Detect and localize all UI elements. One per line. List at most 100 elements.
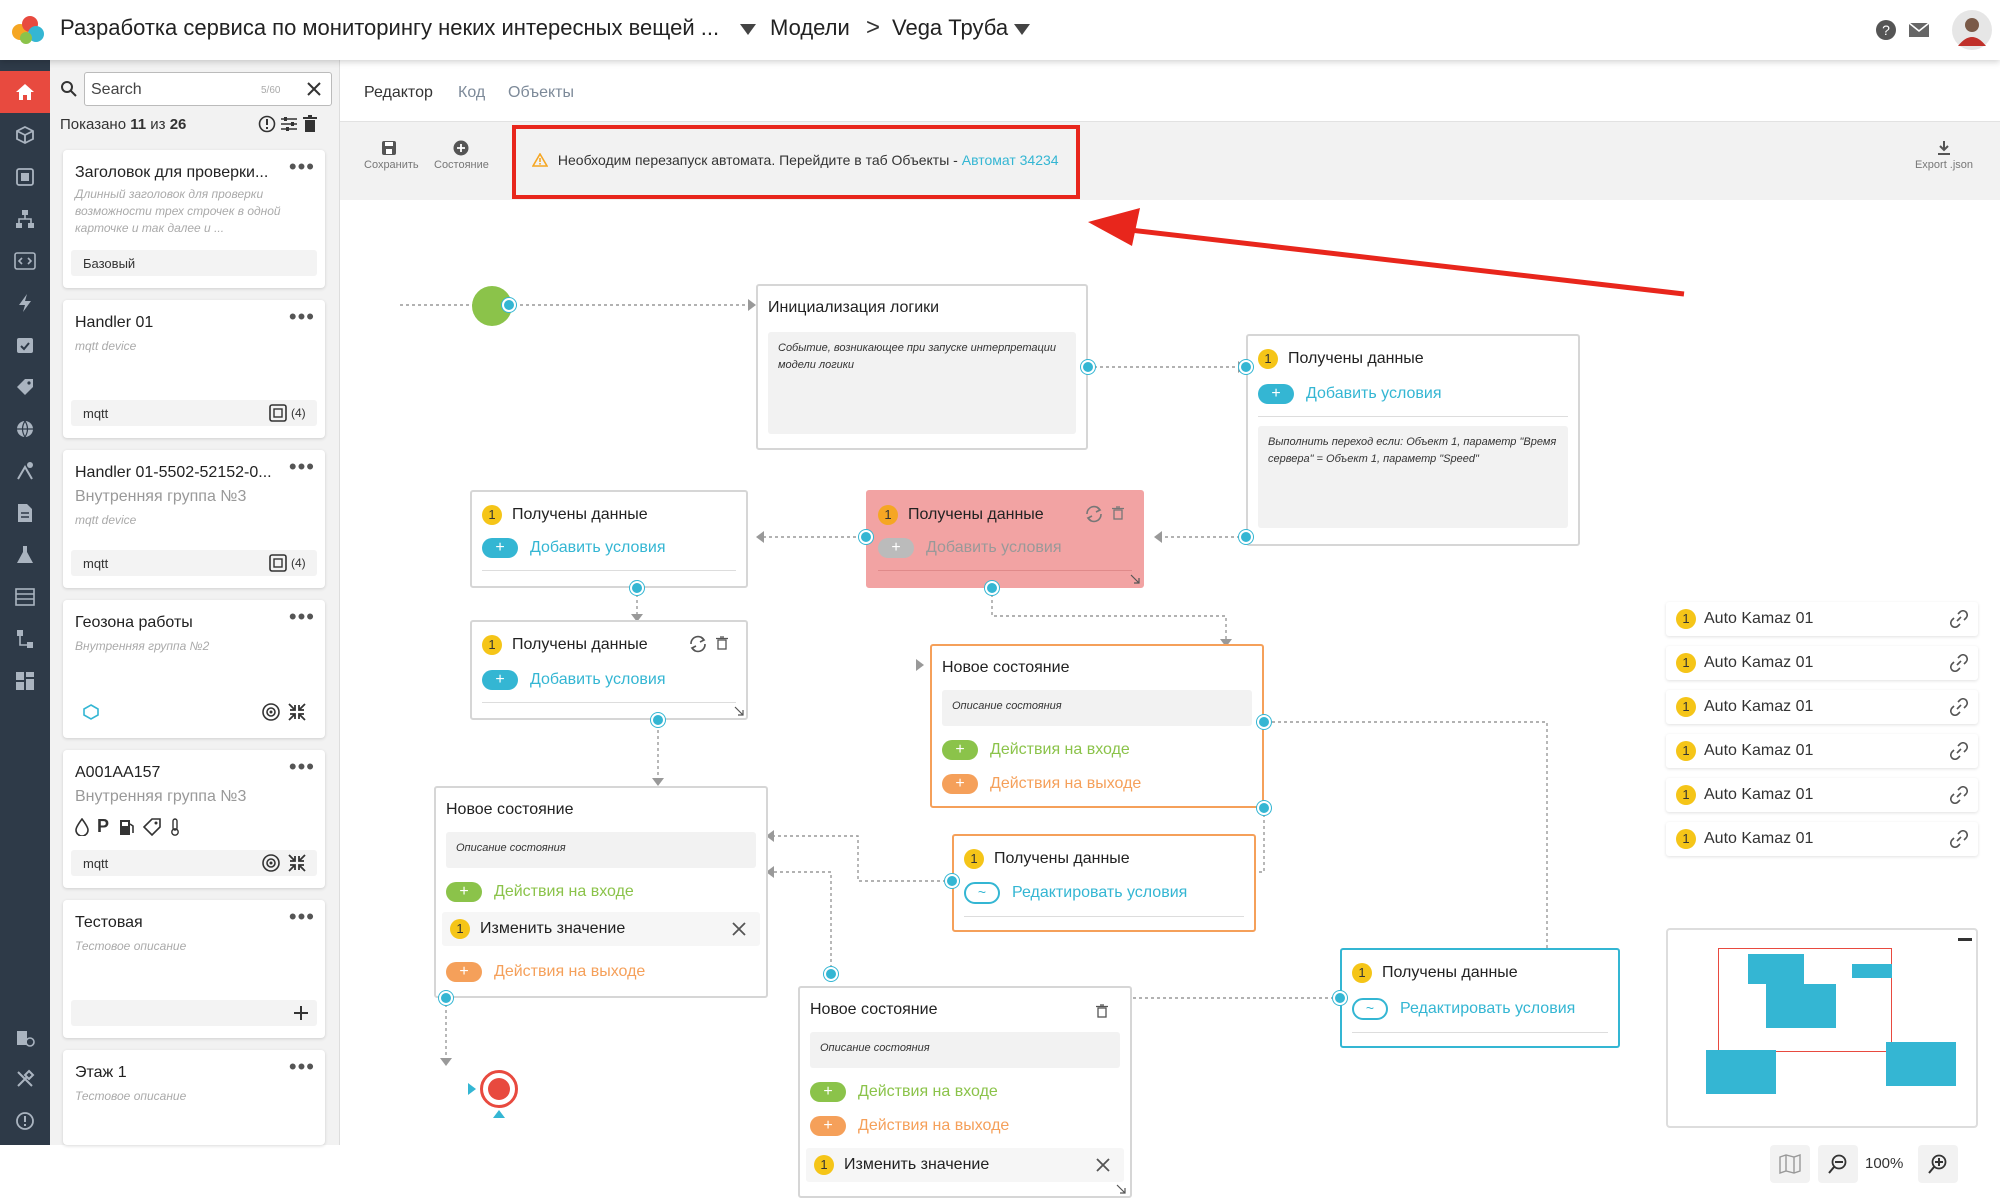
add-conditions-button[interactable]: +Добавить условия xyxy=(1258,384,1442,404)
lightning-icon[interactable] xyxy=(0,282,50,324)
target-icon[interactable] xyxy=(261,853,281,873)
trash-icon[interactable] xyxy=(303,115,317,133)
edit-conditions-button[interactable]: ~Редактировать условия xyxy=(1352,998,1575,1020)
in-port[interactable] xyxy=(945,874,959,888)
in-port[interactable] xyxy=(859,530,873,544)
init-logic-node[interactable]: Инициализация логики Событие, возникающе… xyxy=(756,284,1088,450)
out-port[interactable] xyxy=(439,991,453,1005)
resize-handle-icon[interactable] xyxy=(734,706,744,716)
export-json-button[interactable]: Export .json xyxy=(1906,140,1982,171)
add-conditions-button[interactable]: +Добавить условия xyxy=(482,538,666,558)
link-icon[interactable] xyxy=(1950,654,1968,672)
out-port[interactable] xyxy=(985,581,999,595)
clear-search-icon[interactable] xyxy=(307,82,321,96)
card-menu-icon[interactable]: ••• xyxy=(288,754,315,779)
mail-icon[interactable] xyxy=(1908,22,1930,38)
target-icon[interactable] xyxy=(261,702,281,722)
model-card[interactable]: Заголовок для проверки... ••• Длинный за… xyxy=(63,150,325,288)
collapse-icon[interactable] xyxy=(287,702,307,722)
entry-actions-button[interactable]: +Действия на входе xyxy=(446,882,634,902)
link-icon[interactable] xyxy=(1950,830,1968,848)
model-card[interactable]: Геозона работы ••• Внутренняя группа №2 xyxy=(63,600,325,738)
out-port[interactable] xyxy=(630,581,644,595)
card-menu-icon[interactable]: ••• xyxy=(288,904,315,929)
collapse-icon[interactable] xyxy=(287,853,307,873)
help-icon[interactable]: ? xyxy=(1876,20,1896,40)
resize-handle-icon[interactable] xyxy=(1116,1184,1126,1194)
project-dropdown-icon[interactable] xyxy=(740,24,756,35)
refresh-icon[interactable] xyxy=(1084,504,1104,524)
zoom-in-button[interactable] xyxy=(1918,1145,1958,1183)
document-icon[interactable] xyxy=(0,492,50,534)
new-state-node[interactable]: Новое состояние Описание состояния +Дейс… xyxy=(930,644,1264,808)
alert-link[interactable]: Автомат 34234 xyxy=(961,152,1059,168)
exit-actions-button[interactable]: +Действия на выходе xyxy=(446,962,645,982)
search-input[interactable]: Search 5/60 xyxy=(84,72,332,106)
zoom-out-button[interactable] xyxy=(1818,1145,1858,1183)
card-menu-icon[interactable]: ••• xyxy=(288,154,315,179)
delete-icon[interactable] xyxy=(1112,506,1124,520)
info-icon[interactable] xyxy=(0,1100,50,1142)
code-icon[interactable] xyxy=(0,240,50,282)
project-title[interactable]: Разработка сервиса по мониторингу неких … xyxy=(60,15,720,40)
tag-icon[interactable] xyxy=(0,366,50,408)
add-state-button[interactable]: Состояние xyxy=(434,140,489,171)
new-state-node[interactable]: Новое состояние Описание состояния +Дейс… xyxy=(434,786,768,998)
hierarchy-icon[interactable] xyxy=(0,198,50,240)
user-avatar[interactable] xyxy=(1952,10,1992,50)
new-state-node[interactable]: Новое состояние Описание состояния +Дейс… xyxy=(798,986,1132,1198)
delete-icon[interactable] xyxy=(716,636,728,650)
init-out-port[interactable] xyxy=(1081,360,1095,374)
card-menu-icon[interactable]: ••• xyxy=(288,304,315,329)
save-button[interactable]: Сохранить xyxy=(364,140,419,171)
remove-action-icon[interactable] xyxy=(732,922,746,936)
add-conditions-button[interactable]: +Добавить условия xyxy=(482,670,666,690)
tab-editor[interactable]: Редактор xyxy=(364,84,433,101)
out-port[interactable] xyxy=(651,713,665,727)
start-port[interactable] xyxy=(502,298,516,312)
edit-conditions-button[interactable]: ~Редактировать условия xyxy=(964,882,1187,904)
breadcrumb-models[interactable]: Модели xyxy=(770,15,850,40)
add-conditions-button[interactable]: +Добавить условия xyxy=(878,538,1062,558)
in-port[interactable] xyxy=(824,967,838,981)
link-icon[interactable] xyxy=(1950,610,1968,628)
minimap-collapse-icon[interactable] xyxy=(1958,938,1972,941)
link-icon[interactable] xyxy=(1950,742,1968,760)
model-card[interactable]: Handler 01 ••• mqtt device mqtt (4) xyxy=(63,300,325,438)
route-icon[interactable] xyxy=(0,450,50,492)
out-port[interactable] xyxy=(1257,801,1271,815)
map-toggle-button[interactable] xyxy=(1770,1145,1810,1183)
breadcrumb-current[interactable]: Vega Труба xyxy=(892,15,1009,40)
remove-action-icon[interactable] xyxy=(1096,1158,1110,1172)
app-logo-icon[interactable] xyxy=(8,12,48,48)
dashboard-icon[interactable] xyxy=(0,660,50,702)
add-icon[interactable] xyxy=(293,1005,309,1021)
tab-code[interactable]: Код xyxy=(458,84,486,101)
exit-actions-button[interactable]: +Действия на выходе xyxy=(942,774,1141,794)
flask-icon[interactable] xyxy=(0,534,50,576)
in-port[interactable] xyxy=(1239,360,1253,374)
entry-actions-button[interactable]: +Действия на входе xyxy=(942,740,1130,760)
entry-actions-button[interactable]: +Действия на входе xyxy=(810,1082,998,1102)
device-icon[interactable] xyxy=(0,156,50,198)
globe-icon[interactable] xyxy=(0,408,50,450)
cube-icon[interactable] xyxy=(0,114,50,156)
state-machine-canvas[interactable]: Инициализация логики Событие, возникающе… xyxy=(340,200,2000,1198)
minimap[interactable] xyxy=(1666,928,1978,1128)
admin-icon[interactable] xyxy=(0,1016,50,1058)
model-card[interactable]: Тестовая ••• Тестовое описание xyxy=(63,900,325,1038)
out-port[interactable] xyxy=(1239,530,1253,544)
link-icon[interactable] xyxy=(1950,786,1968,804)
tab-objects[interactable]: Объекты xyxy=(508,84,574,101)
